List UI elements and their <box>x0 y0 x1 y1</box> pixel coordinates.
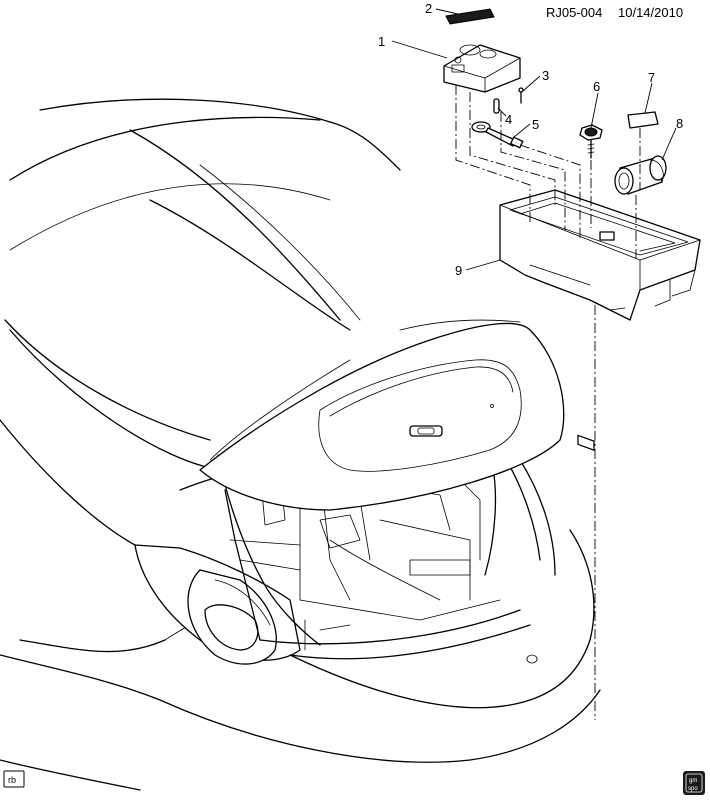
callout-1: 1 <box>378 34 385 49</box>
part-2-label <box>445 8 495 25</box>
part-9-storage-tray <box>499 189 701 451</box>
logo-spo: spo <box>688 786 698 792</box>
trunk-lid <box>199 322 565 511</box>
callout-9: 9 <box>455 263 462 278</box>
part-3-pin <box>518 87 524 104</box>
callout-3: 3 <box>542 68 549 83</box>
part-8-canister <box>614 155 667 195</box>
callout-4: 4 <box>505 112 512 127</box>
part-7-tape <box>627 111 659 129</box>
callout-8: 8 <box>676 116 683 131</box>
part-1-compressor-box <box>443 44 521 93</box>
rb-badge-text: rb <box>8 775 16 785</box>
assembly-lines <box>455 85 641 720</box>
callout-labels: 1 2 3 4 5 6 7 8 9 <box>378 1 683 278</box>
leader-lines <box>391 8 677 271</box>
logo-gm: gm <box>689 778 697 784</box>
date-label: 10/14/2010 <box>618 5 683 20</box>
vehicle-rear-body <box>0 98 601 791</box>
callout-7: 7 <box>648 70 655 85</box>
gm-spo-logo: gm spo <box>683 771 705 795</box>
part-4-cap <box>493 98 500 114</box>
callout-5: 5 <box>532 117 539 132</box>
part-6-bolt <box>579 124 603 159</box>
callout-6: 6 <box>593 79 600 94</box>
doc-id-label: RJ05-004 <box>546 5 602 20</box>
callout-2: 2 <box>425 1 432 16</box>
rb-badge: rb <box>3 770 25 788</box>
part-5-hose <box>471 121 524 149</box>
